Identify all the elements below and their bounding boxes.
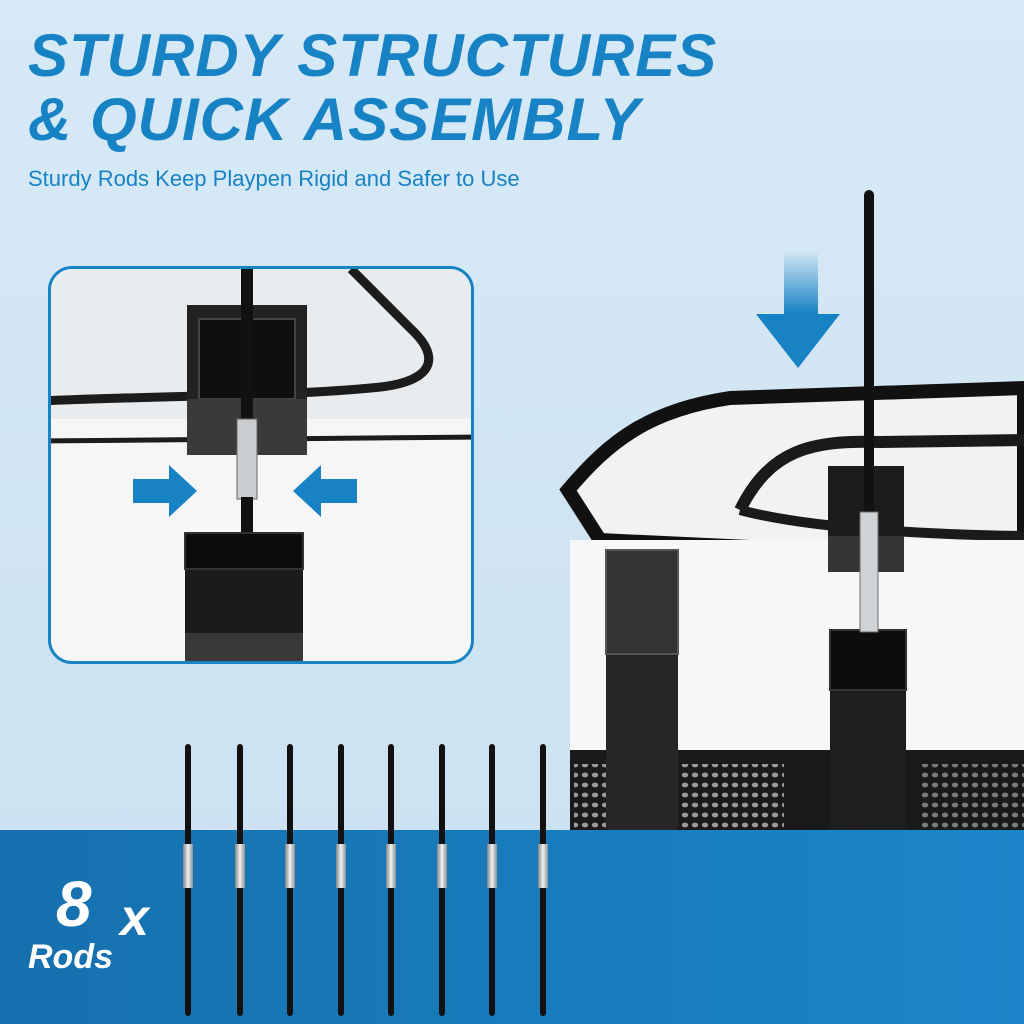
rod-6: [437, 744, 447, 1016]
rod-count: 8: [56, 868, 92, 940]
arrow-right-icon: [133, 465, 197, 517]
headline-line-2: & QUICK ASSEMBLY: [28, 86, 641, 153]
arrow-left-icon: [293, 465, 357, 517]
rod-5: [386, 744, 396, 1016]
arrow-down-icon: [756, 250, 840, 368]
rods-row: [183, 744, 548, 1016]
rod-7: [487, 744, 497, 1016]
headline: STURDY STRUCTURES & QUICK ASSEMBLY: [28, 24, 717, 152]
rod-2: [235, 744, 245, 1016]
rods-band: [0, 830, 1024, 1024]
rod-count-multiplier: x: [120, 889, 149, 947]
rod-count-label: Rods: [28, 938, 113, 976]
detail-inset: [48, 266, 474, 664]
rod-8: [538, 744, 548, 1016]
subheadline: Sturdy Rods Keep Playpen Rigid and Safer…: [28, 166, 520, 191]
detail-inset-illustration: [51, 269, 471, 661]
rod-3: [285, 744, 295, 1016]
rod-1: [183, 744, 193, 1016]
rod-4: [336, 744, 346, 1016]
headline-line-1: STURDY STRUCTURES: [28, 22, 718, 89]
